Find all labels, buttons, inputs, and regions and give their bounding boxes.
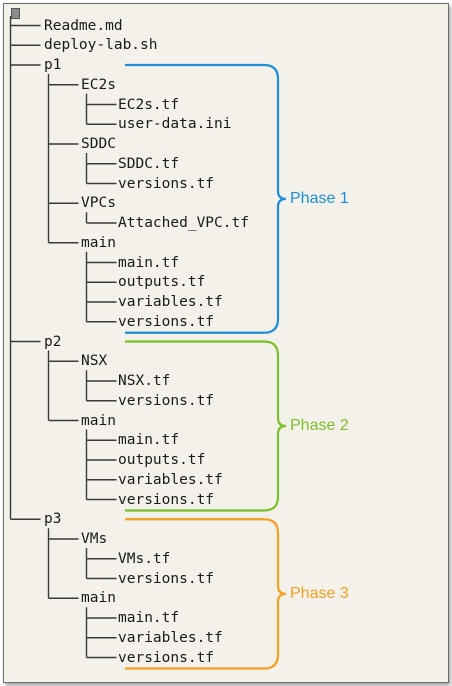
- tree-file-item[interactable]: SDDC.tf: [118, 155, 180, 172]
- tree-file-item[interactable]: versions.tf: [118, 392, 215, 409]
- tree-file-item[interactable]: main.tf: [118, 254, 180, 271]
- tree-file-item[interactable]: VMs.tf: [118, 550, 171, 567]
- tree-file-item[interactable]: variables.tf: [118, 471, 223, 488]
- phase-label-2: Phase 2: [290, 417, 349, 434]
- tree-file-item[interactable]: versions.tf: [118, 175, 215, 192]
- phase-label-1: Phase 1: [290, 189, 349, 207]
- tree-file-item[interactable]: outputs.tf: [118, 452, 206, 468]
- tree-folder-nsx[interactable]: NSX: [81, 353, 108, 370]
- tree-folder-vms[interactable]: VMs: [81, 531, 108, 547]
- tree-file-item[interactable]: main.tf: [118, 432, 180, 449]
- tree-folder-main[interactable]: main: [81, 234, 116, 251]
- tree-folder-main[interactable]: main: [81, 412, 116, 429]
- tree-connector-lines: [9, 16, 287, 670]
- tree-file-item[interactable]: NSX.tf: [118, 373, 171, 389]
- phase-bracket-2: [125, 340, 287, 512]
- tree-file-item[interactable]: user-data.ini: [118, 116, 232, 133]
- tree-file-item[interactable]: versions.tf: [118, 649, 215, 666]
- tree-file-item[interactable]: Attached_VPC.tf: [118, 215, 249, 231]
- tree-folder-p3[interactable]: p3: [44, 511, 62, 528]
- tree-file-item[interactable]: EC2s.tf: [118, 96, 180, 113]
- tree-file-item[interactable]: versions.tf: [118, 491, 215, 508]
- phase-bracket-3: [125, 518, 287, 670]
- tree-file-item[interactable]: variables.tf: [118, 294, 223, 310]
- root-folder-icon: [11, 8, 20, 19]
- phase-label-3: Phase 3: [290, 584, 349, 602]
- tree-file-item[interactable]: Readme.md: [44, 17, 123, 34]
- tree-file-item[interactable]: versions.tf: [118, 570, 215, 587]
- tree-file-item[interactable]: outputs.tf: [118, 274, 206, 291]
- tree-file-item[interactable]: deploy-lab.sh: [44, 37, 158, 54]
- tree-folder-sddc[interactable]: SDDC: [81, 136, 116, 152]
- tree-folder-p2[interactable]: p2: [44, 333, 62, 350]
- tree-file-item[interactable]: versions.tf: [118, 313, 215, 330]
- tree-folder-ec2s[interactable]: EC2s: [81, 76, 116, 93]
- tree-folder-vpcs[interactable]: VPCs: [81, 195, 116, 212]
- tree-file-item[interactable]: variables.tf: [118, 629, 223, 646]
- phase-bracket-1: [125, 63, 287, 334]
- tree-folder-p1[interactable]: p1: [44, 57, 62, 73]
- tree-file-item[interactable]: main.tf: [118, 610, 180, 626]
- tree-folder-main[interactable]: main: [81, 590, 116, 607]
